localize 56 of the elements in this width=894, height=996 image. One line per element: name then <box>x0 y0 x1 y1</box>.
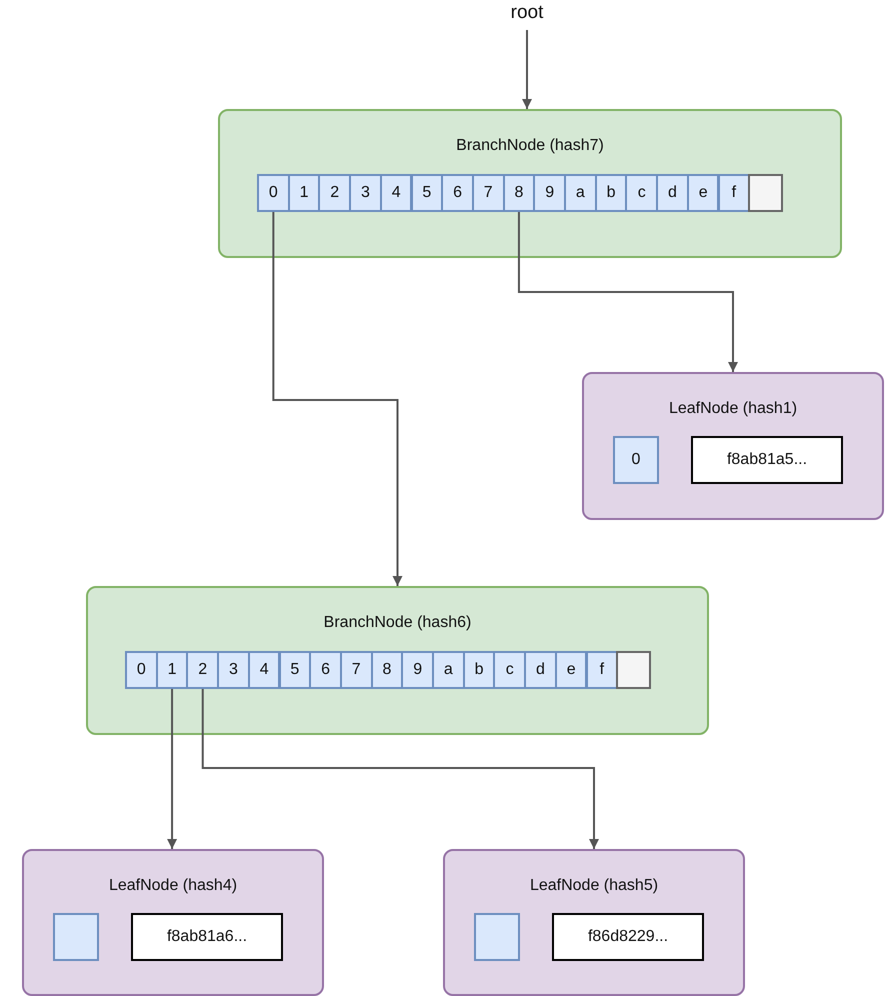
slot-cell: 6 <box>309 651 342 689</box>
slot-cell: a <box>564 174 597 212</box>
slot-cell: 4 <box>248 651 280 689</box>
branch-node-box <box>86 586 709 735</box>
slot-cell: 3 <box>349 174 382 212</box>
arrow <box>202 689 599 849</box>
slot-cell: 3 <box>217 651 250 689</box>
slot-cell: b <box>594 174 628 212</box>
slot-cell: b <box>462 651 496 689</box>
slot-cell: 5 <box>278 651 312 689</box>
arrow <box>518 212 738 372</box>
key-cell: 0 <box>613 436 659 484</box>
slot-cell: 7 <box>472 174 505 212</box>
slot-cell: a <box>432 651 465 689</box>
slot-cell: 1 <box>288 174 320 212</box>
slot-cell: f <box>718 174 750 212</box>
empty-slot-cell <box>616 651 652 689</box>
branch-node-box <box>218 109 842 258</box>
arrow <box>522 30 532 109</box>
node-title: LeafNode (hash5) <box>528 877 660 895</box>
node-title: BranchNode (hash7) <box>455 137 605 155</box>
slot-cell: 2 <box>186 651 220 689</box>
slot-cell: c <box>493 651 526 689</box>
slot-cell: d <box>656 174 689 212</box>
slot-cell: 0 <box>257 174 290 212</box>
empty-slot-cell <box>748 174 784 212</box>
leaf-node-box <box>443 849 745 996</box>
empty-key-cell <box>53 913 99 961</box>
arrow <box>167 689 178 849</box>
leaf-node-box <box>22 849 324 996</box>
slot-cell: 6 <box>441 174 474 212</box>
slot-cell: 2 <box>318 174 352 212</box>
slot-cell: 4 <box>380 174 412 212</box>
root-label: root <box>497 2 557 30</box>
leaf-node-box <box>582 372 884 520</box>
node-title: LeafNode (hash1) <box>668 400 798 418</box>
slot-cell: 9 <box>401 651 434 689</box>
slot-cell: f <box>586 651 618 689</box>
arrow <box>272 212 402 586</box>
slot-cell: 1 <box>156 651 188 689</box>
value-cell: f8ab81a6... <box>131 913 283 961</box>
slot-cell: c <box>625 174 658 212</box>
value-cell: f8ab81a5... <box>691 436 843 484</box>
slot-cell: 8 <box>370 651 404 689</box>
slot-cell: e <box>686 174 720 212</box>
slot-cell: e <box>554 651 588 689</box>
slot-cell: 5 <box>410 174 444 212</box>
node-title: LeafNode (hash4) <box>108 877 238 895</box>
empty-key-cell <box>474 913 520 961</box>
value-cell: f86d8229... <box>552 913 704 961</box>
slot-cell: 0 <box>125 651 158 689</box>
slot-cell: d <box>524 651 557 689</box>
slot-cell: 9 <box>533 174 566 212</box>
slot-cell: 8 <box>502 174 536 212</box>
slot-cell: 7 <box>340 651 373 689</box>
node-title: BranchNode (hash6) <box>322 614 472 632</box>
